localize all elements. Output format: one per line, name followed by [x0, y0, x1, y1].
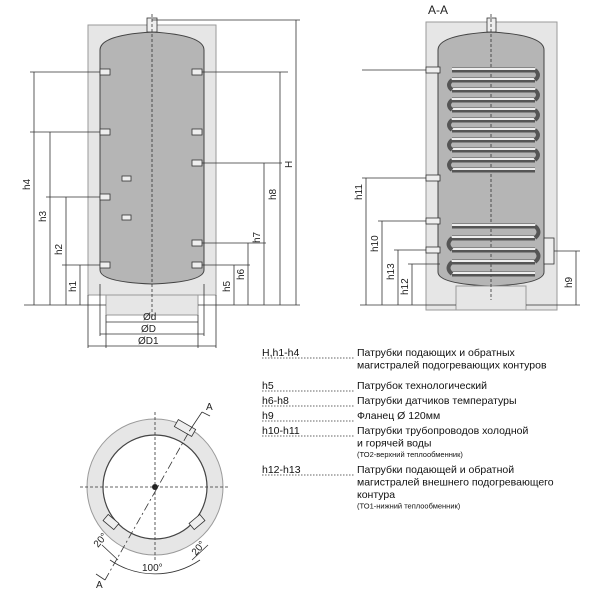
top-nipple-right [188, 513, 206, 531]
top-nipple-section-a [173, 418, 197, 438]
dim-h9: h9 [564, 276, 575, 288]
dim-h4: h4 [22, 178, 33, 190]
legend-note: (ТО1-нижний теплообменник) [357, 502, 461, 511]
legend-description-line: Патрубки трубопроводов холодной [357, 425, 528, 437]
top-nipple-left [102, 513, 120, 531]
section-title: A-A [428, 3, 448, 17]
dim-h11: h11 [354, 184, 365, 200]
right-nipple-top [191, 68, 203, 76]
legend-description-line: и горячей воды [357, 438, 431, 450]
dim-h8: h8 [268, 188, 279, 200]
right-nipple-h7 [191, 159, 203, 167]
legend-description-line: Патрубки подающей и обратной [357, 464, 514, 476]
legend-description-line: Патрубки подающих и обратных [357, 347, 515, 359]
dim-h5: h5 [222, 280, 233, 292]
dim-h12: h12 [400, 278, 411, 295]
center-nipple-1 [121, 175, 132, 182]
right-nipple-h5 [191, 261, 203, 269]
left-nipple-h1 [99, 261, 111, 269]
section-top-nipple [486, 17, 497, 33]
dim-h6: h6 [236, 268, 247, 280]
legend-description-line: Фланец Ø 120мм [357, 410, 440, 422]
legend-description-line: контура [357, 489, 395, 501]
upper-heat-exchanger-coil [447, 67, 540, 173]
dim-h10: h10 [370, 235, 381, 252]
legend-code: h5 [262, 380, 274, 392]
dim-h7: h7 [252, 231, 263, 243]
left-nipple-h3 [99, 193, 111, 201]
dim-D: ØD [141, 324, 156, 335]
legend-code: h12-h13 [262, 464, 301, 476]
right-nipple-h6 [191, 239, 203, 247]
legend-code: h10-h11 [262, 425, 300, 437]
front-tank [99, 31, 205, 285]
section-line [104, 429, 191, 581]
legend-code: H,h1-h4 [262, 347, 300, 359]
legend-description-line: Патрубки датчиков температуры [357, 395, 517, 407]
center-nipple-2 [121, 214, 132, 221]
left-nipple-h4 [99, 128, 111, 136]
dim-H: H [284, 161, 295, 168]
left-nipple-h4-top [99, 68, 111, 76]
angle-bottom: 100° [142, 563, 163, 574]
dim-h2: h2 [54, 243, 65, 255]
section-view: A-A [354, 3, 580, 311]
dim-d: Ød [143, 312, 156, 323]
section-label-top: A [206, 402, 213, 413]
dim-h1: h1 [68, 280, 79, 292]
lower-heat-exchanger-coil [446, 223, 541, 277]
flange-h9 [543, 237, 555, 265]
legend-description-line: Патрубок технологический [357, 380, 487, 392]
top-view: A A 20° 20° 100° [80, 402, 230, 591]
nipple-h11-top [425, 66, 441, 74]
legend-code: h9 [262, 410, 274, 422]
section-label-bottom: A [96, 580, 103, 591]
dim-D1: ØD1 [138, 336, 159, 347]
nipple-h13 [425, 246, 441, 254]
legend-description-line: магистралей подогревающих контуров [357, 360, 547, 372]
legend-description-line: магистралей внешнего подогревающего [357, 477, 554, 489]
right-nipple-h8 [191, 128, 203, 136]
front-view: h4 h3 h2 h1 H h8 h7 h6 h5 Ød ØD ØD1 [22, 14, 300, 348]
nipple-h10 [425, 217, 441, 225]
nipple-h11 [425, 174, 441, 182]
legend-code: h6-h8 [262, 395, 289, 407]
legend-note: (ТО2-верхний теплообменник) [357, 450, 463, 459]
dim-h3: h3 [38, 210, 49, 222]
angle-arc-100 [109, 559, 201, 575]
dim-h13: h13 [386, 263, 397, 280]
